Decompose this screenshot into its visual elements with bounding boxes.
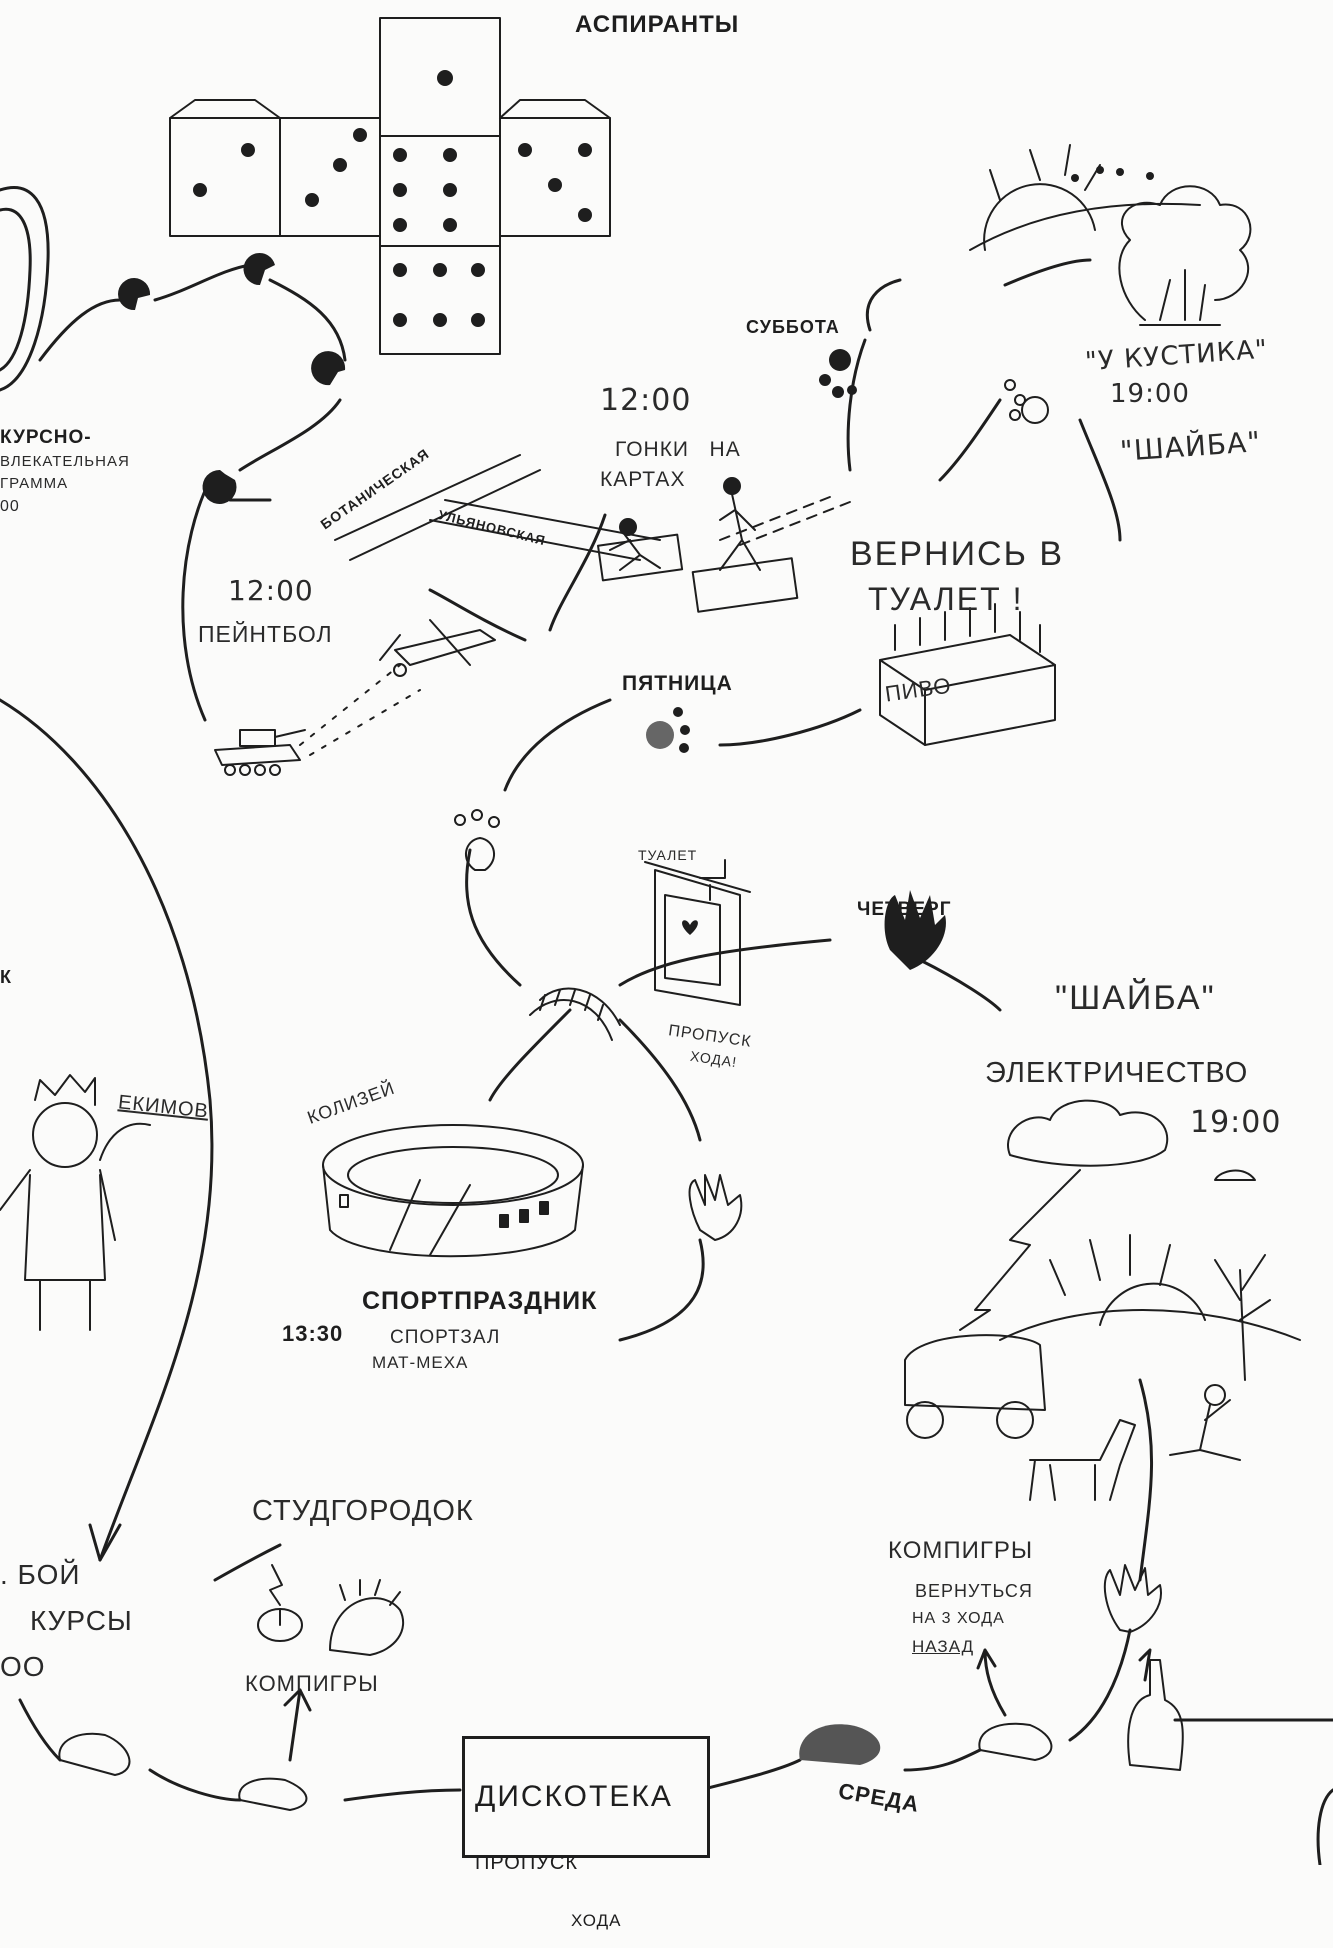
label-boi-3: ОО bbox=[0, 1651, 46, 1682]
plane-icon bbox=[379, 619, 496, 677]
hand-icon bbox=[1103, 1564, 1162, 1633]
tank-icon bbox=[214, 729, 306, 776]
label-k-letter: К bbox=[0, 967, 12, 987]
label-kursno-4: 00 bbox=[0, 498, 20, 515]
label-diskoteka-hoda: ХОДА bbox=[571, 1910, 622, 1930]
tree-icon bbox=[1214, 1254, 1271, 1381]
ring-icon bbox=[0, 186, 50, 392]
label-studgorodok: СТУДГОРОДОК bbox=[252, 1495, 474, 1527]
lightning-icon bbox=[959, 1169, 1081, 1331]
label-elektrichestvo: ЭЛЕКТРИЧЕСТВО bbox=[985, 1057, 1249, 1089]
game-path bbox=[0, 258, 1333, 1802]
colosseum-icon bbox=[322, 1124, 584, 1258]
label-chetverg: ЧЕТВЕРГ bbox=[857, 899, 952, 920]
outhouse-icon bbox=[644, 859, 751, 1006]
paw-icon bbox=[454, 809, 500, 871]
label-time-1900-b: 19:00 bbox=[1190, 1105, 1282, 1140]
label-kompigry-b: КОМПИГРЫ bbox=[888, 1537, 1034, 1564]
label-sportzal: СПОРТЗАЛ bbox=[390, 1327, 501, 1348]
label-sportprazdnik: СПОРТПРАЗДНИК bbox=[362, 1287, 598, 1315]
label-pyatnitsa: ПЯТНИЦА bbox=[622, 672, 733, 695]
label-boi-2: КУРСЫ bbox=[30, 1605, 133, 1636]
bridge-icon bbox=[529, 987, 621, 1041]
heart-icon bbox=[682, 920, 698, 935]
hedgehog-icon bbox=[329, 1579, 405, 1656]
bush-icon bbox=[1118, 185, 1252, 326]
beer-crate-icon bbox=[879, 603, 1056, 746]
diskoteka-box: ДИСКОТЕКА ПРОПУСК ХОДА bbox=[462, 1736, 710, 1929]
label-peintbol: ПЕЙНТБОЛ bbox=[198, 621, 333, 647]
board-edge bbox=[1316, 1788, 1333, 1865]
label-tualet-tag: ТУАЛЕТ bbox=[638, 847, 698, 863]
paw-icon bbox=[1004, 379, 1049, 424]
sun-icon bbox=[999, 1234, 1301, 1341]
wagon-icon bbox=[904, 1334, 1046, 1439]
arrow-icon bbox=[88, 1523, 1152, 1762]
horse-icon bbox=[1029, 1419, 1136, 1501]
label-vernis-1: ВЕРНИСЬ В bbox=[850, 535, 1065, 573]
king-icon bbox=[0, 1074, 151, 1331]
label-boi-1: . БОЙ bbox=[0, 1559, 81, 1590]
label-mat-meha: МАТ-МЕХА bbox=[372, 1353, 469, 1372]
label-kursno-3: ГРАММА bbox=[0, 475, 69, 492]
label-time-1200-b: 12:00 bbox=[228, 574, 314, 607]
music-notes-icon bbox=[1071, 166, 1154, 182]
sun-icon bbox=[969, 144, 1201, 251]
label-vernutsya-2: НА 3 ХОДА bbox=[912, 1610, 1005, 1627]
board-map bbox=[0, 17, 1333, 1865]
shot-trail bbox=[299, 664, 421, 756]
label-diskoteka: ДИСКОТЕКА bbox=[475, 1780, 673, 1814]
street-map-icon bbox=[334, 454, 856, 613]
person-lying-icon bbox=[1169, 1384, 1241, 1461]
paw-icon bbox=[819, 349, 857, 398]
label-subbota: СУББОТА bbox=[746, 317, 840, 337]
footprint-icon bbox=[58, 1722, 1053, 1811]
label-vernutsya-1: ВЕРНУТЬСЯ bbox=[915, 1581, 1033, 1601]
label-vernutsya-3: НАЗАД bbox=[912, 1637, 975, 1656]
label-kompigry-a: КОМПИГРЫ bbox=[245, 1671, 379, 1696]
label-kursno-2: ВЛЕКАТЕЛЬНАЯ bbox=[0, 453, 130, 470]
label-shaiba-b: "ШАЙБА" bbox=[1055, 979, 1216, 1017]
pacman-icon bbox=[118, 253, 346, 504]
hand-icon bbox=[688, 1174, 743, 1241]
footprint-icon bbox=[799, 1724, 881, 1765]
cloud-icon bbox=[1007, 1099, 1256, 1181]
bottle-icon bbox=[1127, 1659, 1184, 1771]
hand-icon bbox=[884, 890, 946, 970]
label-time-1330: 13:30 bbox=[282, 1321, 344, 1346]
dice-net-icon bbox=[169, 17, 611, 355]
label-kursno-1: КУРСНО- bbox=[0, 427, 92, 448]
paw-icon bbox=[646, 707, 690, 753]
label-vernis-2: ТУАЛЕТ ! bbox=[868, 581, 1024, 617]
label-gonki-2: КАРТАХ bbox=[600, 468, 686, 491]
label-time-1200-a: 12:00 bbox=[600, 383, 692, 418]
label-time-1900-a: 19:00 bbox=[1110, 379, 1190, 409]
label-aspiranty: АСПИРАНТЫ bbox=[575, 11, 740, 38]
label-gonki-1: ГОНКИ НА bbox=[615, 438, 741, 461]
label-diskoteka-propusk: ПРОПУСК bbox=[475, 1852, 579, 1875]
mouse-icon bbox=[257, 1564, 303, 1642]
